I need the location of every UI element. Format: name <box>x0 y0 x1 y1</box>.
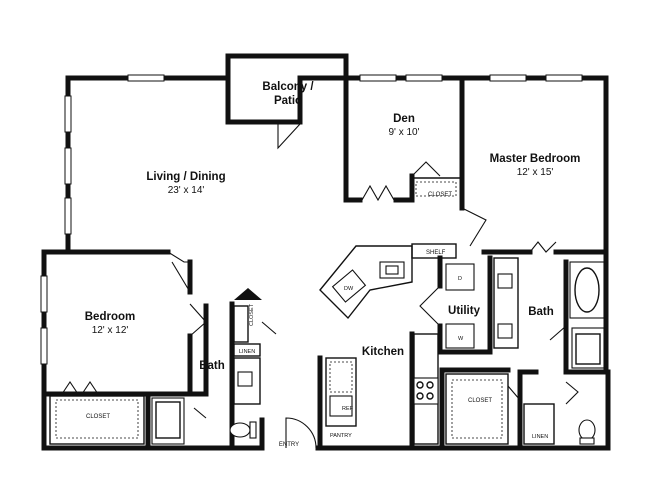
master-bedroom-label: Master Bedroom <box>490 153 581 165</box>
closet-hall-label: CLOSET <box>468 398 492 404</box>
refrigerator-icon <box>329 395 353 417</box>
interior-walls <box>41 75 611 451</box>
closet-den-label: CLOSET <box>428 192 452 198</box>
den-dim: 9' x 10' <box>388 127 419 138</box>
hall-closet: CLOSET <box>445 373 509 445</box>
dryer-icon <box>445 263 475 291</box>
bedroom-label: Bedroom <box>85 311 135 323</box>
sink-icon <box>497 323 513 339</box>
living-dining-dim: 23' x 14' <box>168 185 205 196</box>
linen-hall-label: LINEN <box>239 349 255 355</box>
dishwasher-icon <box>331 269 367 303</box>
balcony-label-line1: Balcony / <box>262 81 314 93</box>
ref-label: REF <box>342 406 354 412</box>
doors <box>61 123 605 449</box>
toilet-icon <box>229 422 251 438</box>
dryer-label: D <box>458 276 462 282</box>
kitchen-counters: REF PANTRY <box>325 333 439 445</box>
toilet-icon <box>578 419 596 441</box>
den-label: Den <box>393 113 415 125</box>
closet-small-label: CLOSET <box>249 303 255 326</box>
balcony-label-line2: Patio <box>274 95 302 107</box>
shelf-label: SHELF <box>426 250 446 256</box>
bedroom-closet: CLOSET <box>49 395 145 445</box>
sink-icon <box>497 273 513 289</box>
kitchen-island: DW SHELF <box>319 243 457 320</box>
washer-label: W <box>458 336 464 342</box>
bath1-label: Bath <box>199 360 225 372</box>
utility-label: Utility <box>448 305 481 317</box>
closet-bedroom-label: CLOSET <box>86 414 110 420</box>
den-closet: CLOSET <box>409 173 460 203</box>
washer-icon <box>445 323 475 349</box>
entry-label: ENTRY <box>279 442 299 448</box>
bath2-label: Bath <box>528 306 554 318</box>
dw-label: DW <box>344 286 354 292</box>
living-dining-label: Living / Dining <box>146 171 225 183</box>
pantry-label: PANTRY <box>330 433 352 439</box>
windows <box>40 74 583 365</box>
master-bath-fixtures: LINEN <box>493 257 605 445</box>
shower-icon <box>151 397 185 445</box>
room-labels: Balcony / Patio Den 9' x 10' Master Bedr… <box>85 81 581 448</box>
stove-icon <box>413 377 439 405</box>
bath1-fixtures: CLOSET LINEN <box>151 288 262 445</box>
bedroom-dim: 12' x 12' <box>92 325 129 336</box>
utility-appliances: D W <box>445 263 475 349</box>
linen-master-label: LINEN <box>532 434 548 440</box>
kitchen-label: Kitchen <box>362 346 404 358</box>
master-bedroom-dim: 12' x 15' <box>517 167 554 178</box>
sink-icon <box>237 371 253 387</box>
